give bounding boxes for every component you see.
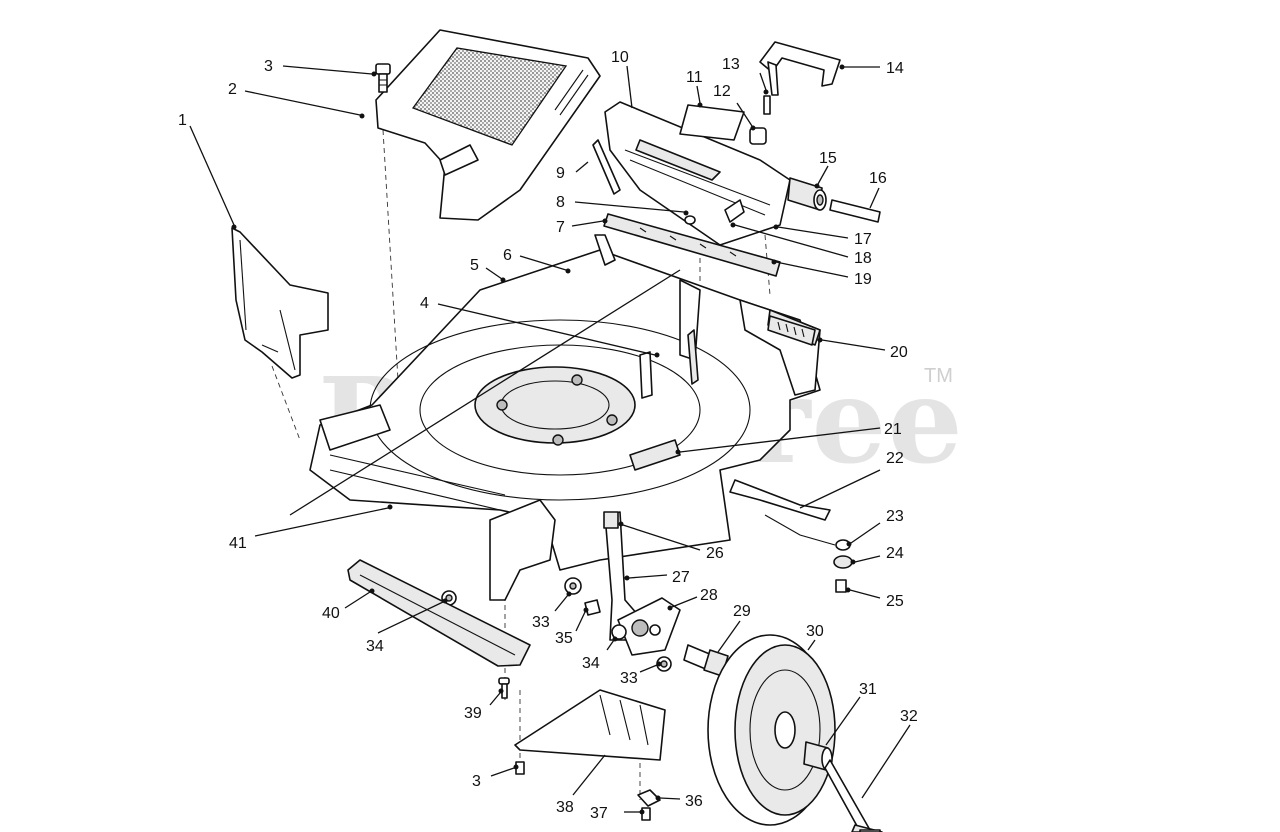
callout-17: 17 [854,231,872,248]
callout-6: 6 [503,247,512,264]
callout-18: 18 [854,250,872,267]
callout-33-right: 33 [620,670,638,687]
part-adjuster-lever [617,597,681,656]
callout-33-left: 33 [532,614,550,631]
callout-16: 16 [869,170,887,187]
part-rear-rod [729,479,836,546]
callout-23: 23 [886,508,904,525]
callout-38: 38 [556,799,574,816]
part-small-fasteners [684,199,745,225]
callout-8: 8 [556,194,565,211]
part-plate [679,104,745,141]
callout-31: 31 [859,681,877,698]
part-bag-cover [375,29,601,221]
part-adjuster-rack [767,315,816,346]
callout-41: 41 [229,535,247,552]
callout-12: 12 [713,83,731,100]
callout-32: 32 [900,708,918,725]
callout-34-right: 34 [582,655,600,672]
part-washers-spacers [441,577,672,672]
callout-30: 30 [806,623,824,640]
callout-10: 10 [611,49,629,66]
part-decal [629,439,681,471]
part-bushing [787,177,827,211]
callout-21: 21 [884,421,902,438]
callout-29: 29 [733,603,751,620]
callout-1: 1 [178,112,187,129]
watermark-tm: TM [924,365,953,387]
callout-14: 14 [886,60,904,77]
callout-35: 35 [555,630,573,647]
callout-28: 28 [700,587,718,604]
callout-15: 15 [819,150,837,167]
part-mulch-plate [514,689,666,761]
callout-36: 36 [685,793,703,810]
part-bolt-top [375,63,391,93]
leader-lines [189,64,911,815]
callout-37: 37 [590,805,608,822]
callout-27: 27 [672,569,690,586]
part-clip-pin [749,95,771,145]
callout-3-top: 3 [264,58,273,75]
part-handle [759,41,841,96]
part-bottom-hardware [515,761,661,821]
callout-22: 22 [886,450,904,467]
part-side-deflector [231,227,329,379]
callout-3-bottom: 3 [472,773,481,790]
part-wheel [707,634,836,826]
callout-26: 26 [706,545,724,562]
callout-9: 9 [556,165,565,182]
callout-4: 4 [420,295,429,312]
callout-7: 7 [556,219,565,236]
callout-24: 24 [886,545,904,562]
callout-20: 20 [890,344,908,361]
callout-13: 13 [722,56,740,73]
callout-11: 11 [686,69,703,86]
callout-2: 2 [228,81,237,98]
callout-25: 25 [886,593,904,610]
part-rear-flap [347,559,531,667]
callout-5: 5 [470,257,479,274]
callout-19: 19 [854,271,872,288]
part-rod [829,199,881,223]
callout-40: 40 [322,605,340,622]
part-wheel-bolt [824,759,883,832]
part-washer-nut-screw [833,539,853,593]
callout-labels: 1 2 3 3 4 5 6 7 8 9 10 11 12 13 14 15 16… [178,49,918,822]
callout-39: 39 [464,705,482,722]
part-mower-deck [309,234,821,601]
part-rear-screw [498,677,510,699]
callout-34-left: 34 [366,638,384,655]
part-pin [592,139,621,195]
